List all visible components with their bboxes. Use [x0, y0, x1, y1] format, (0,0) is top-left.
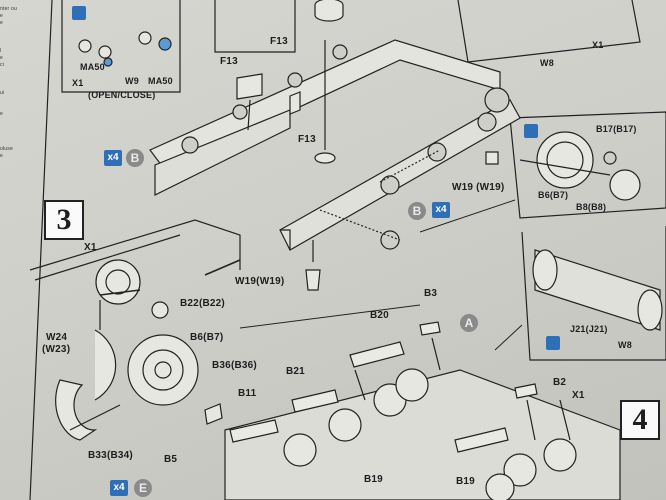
- part-label-b5: B5: [164, 454, 178, 465]
- part-label-b6-inset: B6(B7): [538, 190, 569, 200]
- part-label-b2: B2: [553, 377, 567, 388]
- step-number-4: 4: [620, 400, 660, 440]
- inset-box-top-right: [457, 0, 641, 63]
- side-text-line: ui: [0, 90, 5, 96]
- side-text-line: e: [0, 20, 3, 26]
- part-label-w19-bottom: W19(W19): [235, 276, 285, 287]
- cement-icon: [546, 336, 560, 350]
- part-label-j21: J21(J21): [570, 324, 608, 334]
- cement-icon: [524, 124, 538, 138]
- step-number-3: 3: [44, 200, 84, 240]
- side-text-line: l: [0, 48, 2, 54]
- quantity-badge-bottom: x4: [110, 480, 128, 496]
- side-text-line: nter ou: [0, 6, 17, 12]
- part-label-b19-left: B19: [364, 474, 383, 485]
- part-label-b17: B17(B17): [596, 124, 637, 134]
- page-edge-line: [29, 0, 53, 500]
- part-label-b20: B20: [370, 310, 389, 321]
- inset-box-track: [521, 226, 666, 361]
- part-label-b22: B22(B22): [180, 298, 225, 309]
- part-label-f13-top: F13: [270, 36, 288, 47]
- part-label-w23: (W23): [42, 344, 71, 355]
- side-text-line: oluse: [0, 146, 13, 152]
- part-label-b3: B3: [424, 288, 438, 299]
- part-label-ma50-left: MA50: [80, 62, 105, 72]
- side-text-line: e: [0, 55, 3, 61]
- part-label-x1-top-right: X1: [592, 40, 604, 50]
- part-label-b36: B36(B36): [212, 360, 257, 371]
- part-label-x1: X1: [72, 78, 84, 88]
- part-label-w24: W24: [46, 332, 68, 343]
- sprue-badge-b-center: B: [408, 202, 426, 220]
- part-label-b19-right: B19: [456, 476, 475, 487]
- cement-icon: [72, 6, 86, 20]
- part-label-ma50-right: MA50: [148, 76, 173, 86]
- part-label-x1-step3: X1: [84, 242, 97, 253]
- sprue-badge-b-left: B: [126, 149, 144, 167]
- inset-box-top-left: [61, 0, 181, 93]
- part-label-w8-top-right: W8: [540, 58, 554, 68]
- part-label-b11: B11: [238, 388, 257, 399]
- part-label-b33: B33(B34): [88, 450, 133, 461]
- open-close-note: (OPEN/CLOSE): [88, 90, 156, 100]
- part-label-f13-left: F13: [220, 56, 238, 67]
- part-label-w19-right: W19 (W19): [452, 182, 505, 193]
- inset-box-wheel: [509, 111, 666, 219]
- part-label-f13-center: F13: [298, 134, 316, 145]
- part-label-b6: B6(B7): [190, 332, 224, 343]
- sprue-badge-e: E: [134, 479, 152, 497]
- side-text-line: e: [0, 111, 3, 117]
- quantity-badge-center: x4: [432, 202, 450, 218]
- side-text-line: e: [0, 13, 3, 19]
- side-text-line: e: [0, 153, 3, 159]
- sprue-badge-a: A: [460, 314, 478, 332]
- inset-box-top-center: [214, 0, 296, 53]
- part-label-x1-step4: X1: [572, 390, 585, 401]
- part-label-w8-track: W8: [618, 340, 632, 350]
- quantity-badge-left: x4: [104, 150, 122, 166]
- part-label-b8: B8(B8): [576, 202, 607, 212]
- part-label-w9: W9: [125, 76, 139, 86]
- part-label-b21: B21: [286, 366, 305, 377]
- side-text-line: ci: [0, 62, 5, 68]
